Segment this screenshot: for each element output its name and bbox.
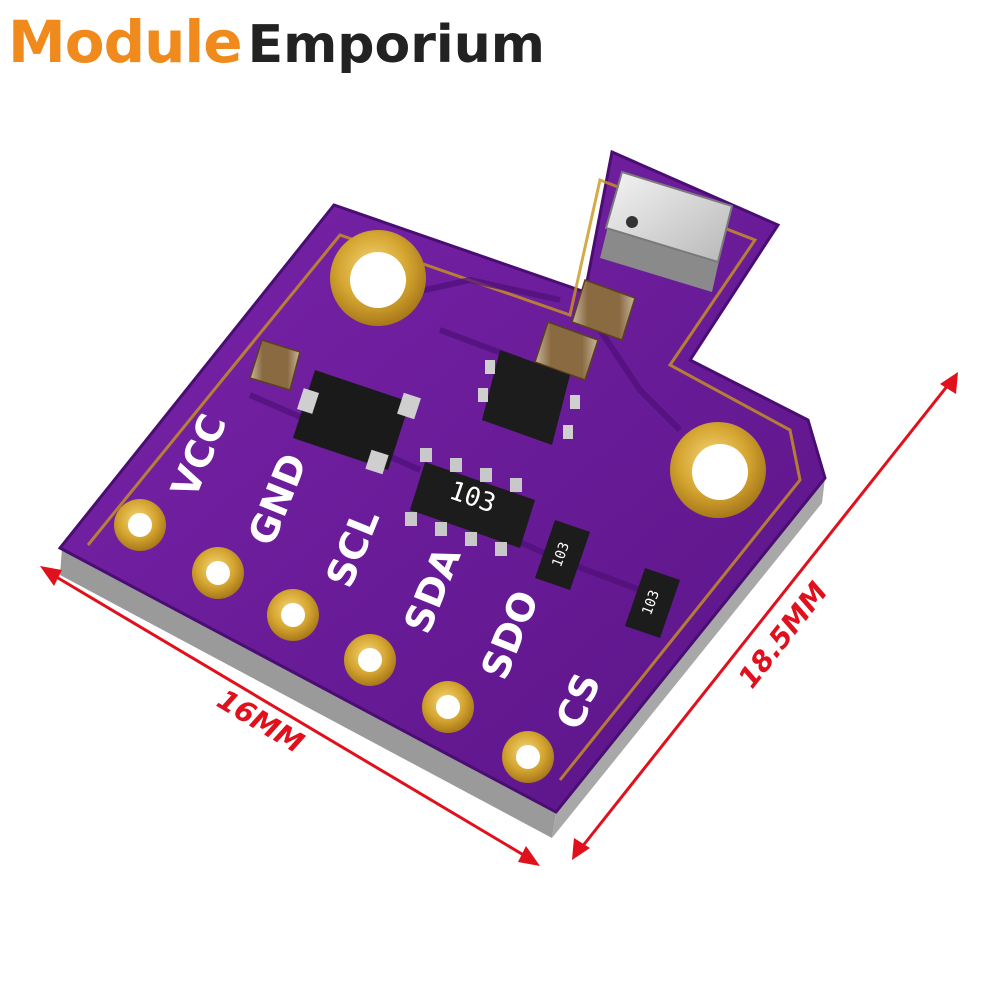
capacitor-3 [249,339,301,391]
voltage-regulator-ic [293,370,421,475]
pad-vcc [114,499,166,551]
pad-cs [502,731,554,783]
bme280-sensor [600,170,734,292]
brand-logo-part1: Module [8,8,243,76]
header-pads [114,499,554,783]
resistor-2: 103 [625,568,680,638]
mounting-hole-left [330,230,426,326]
brand-logo-part2: Emporium [247,15,545,75]
pad-sda [344,634,396,686]
pad-sdo [422,681,474,733]
capacitor-2 [534,321,599,381]
mounting-hole-right [670,422,766,518]
pad-scl [267,589,319,641]
capacitor-1 [571,279,636,341]
pcb-edge-right [552,478,825,838]
level-shifter-ic [478,350,580,445]
brand-logo: Module Emporium [8,8,545,88]
pad-gnd [192,547,244,599]
pcb-edge [60,548,556,838]
resistor-1: 103 [535,520,590,590]
